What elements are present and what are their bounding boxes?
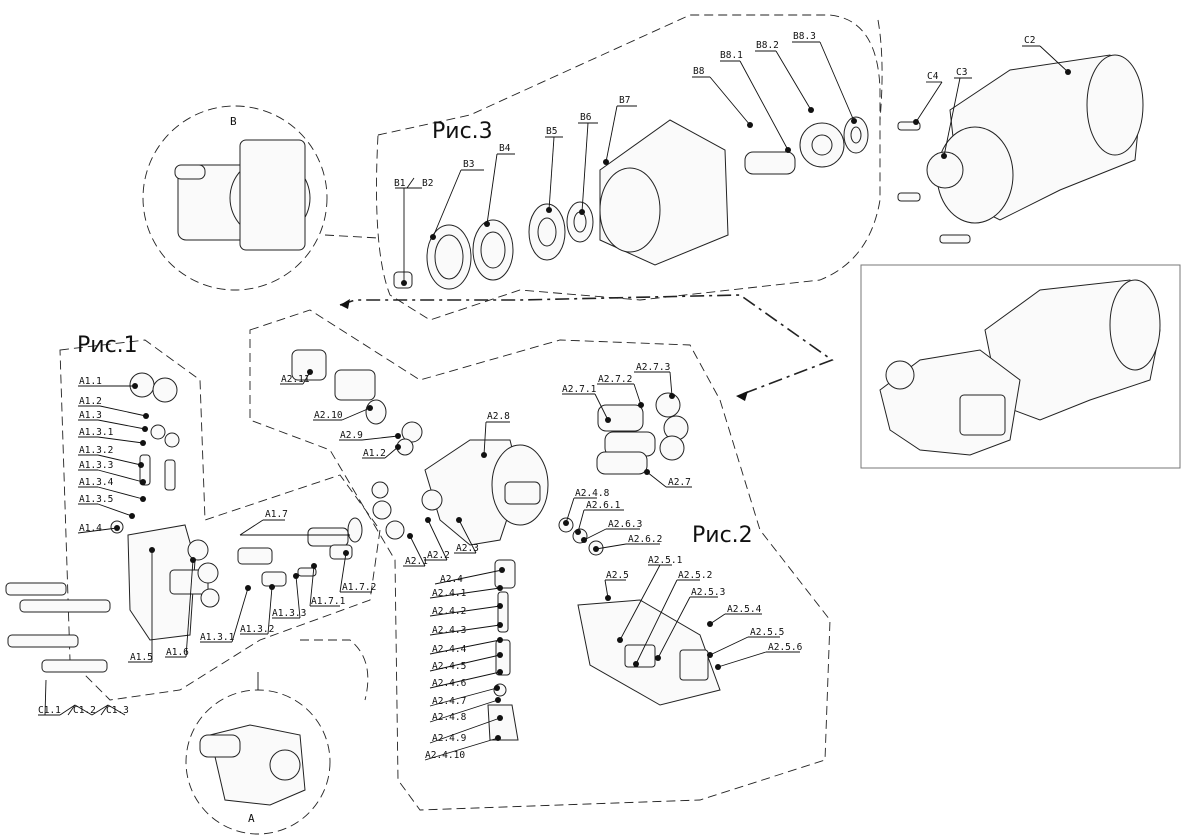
label-a1-3-3-b: A1.3.3 <box>272 608 306 619</box>
label-a2-4-5: A2.4.5 <box>432 661 466 672</box>
label-a2-7-3: A2.7.3 <box>636 362 670 373</box>
label-a2-3: A2.3 <box>456 543 479 554</box>
label-a2-6-1: A2.6.1 <box>586 500 621 511</box>
label-a1-4: A1.4 <box>79 523 102 534</box>
label-c3: C3 <box>956 67 967 78</box>
label-a2-4-9: A2.4.9 <box>432 733 467 744</box>
label-b7: B7 <box>619 95 630 106</box>
label-a2-5: A2.5 <box>606 570 629 581</box>
label-a2-8: A2.8 <box>487 411 510 422</box>
motor-flange-view-b <box>174 139 311 251</box>
label-b8-3: B8.3 <box>793 31 816 42</box>
label-a2-4-8: A2.4.8 <box>432 712 467 723</box>
label-a2-4-1: A2.4.1 <box>432 588 467 599</box>
label-a1-3-1: A1.3.1 <box>79 427 114 438</box>
label-a2-4-2: A2.4.2 <box>432 606 466 617</box>
label-b3: B3 <box>463 159 474 170</box>
label-a1-1: A1.1 <box>79 376 102 387</box>
fig2-parts <box>291 349 721 741</box>
leader-lines <box>38 41 1069 761</box>
label-a2-4: A2.4 <box>440 574 463 585</box>
label-a1-2: A1.2 <box>79 396 102 407</box>
view-a-label: A <box>248 812 255 825</box>
label-a1-2-b: A1.2 <box>363 448 386 459</box>
label-a2-6-2: A2.6.2 <box>628 534 662 545</box>
label-b2: B2 <box>422 178 433 189</box>
label-a2-4-4: A2.4.4 <box>432 644 467 655</box>
assembled-pump-drawing <box>879 279 1161 456</box>
label-a1-3: A1.3 <box>79 410 102 421</box>
label-a2-5-2: A2.5.2 <box>678 570 712 581</box>
pump-view-a <box>199 724 306 806</box>
label-a2-7-1: A2.7.1 <box>562 384 597 395</box>
label-c1-1: C1.1 <box>38 705 61 716</box>
label-a1-7: A1.7 <box>265 509 288 520</box>
label-a1-7-2: A1.7.2 <box>342 582 376 593</box>
label-a2-1: A2.1 <box>405 556 428 567</box>
label-a1-3-3: A1.3.3 <box>79 460 113 471</box>
label-a2-4-8-b: A2.4.8 <box>575 488 610 499</box>
label-a2-5-4: A2.5.4 <box>727 604 762 615</box>
view-b-label: B <box>230 115 237 128</box>
label-a2-5-6: A2.5.6 <box>768 642 803 653</box>
label-a2-9: A2.9 <box>340 430 363 441</box>
label-b6: B6 <box>580 112 592 123</box>
label-b8: B8 <box>693 66 705 77</box>
label-a2-10: A2.10 <box>314 410 343 421</box>
assembled-pump-frame <box>860 264 1181 469</box>
callout-dots <box>114 69 1071 741</box>
label-separators <box>67 177 415 716</box>
fig1-title: Рис.1 <box>77 333 138 358</box>
label-b4: B4 <box>499 143 511 154</box>
assembly-path <box>339 294 834 396</box>
label-a2-2: A2.2 <box>427 550 450 561</box>
fig3-title: Рис.3 <box>432 119 493 144</box>
label-a1-6: A1.6 <box>166 647 189 658</box>
label-a1-5: A1.5 <box>130 652 153 663</box>
label-a2-5-3: A2.5.3 <box>691 587 725 598</box>
label-a1-3-5: A1.3.5 <box>79 494 113 505</box>
label-b8-2: B8.2 <box>756 40 779 51</box>
label-c2: C2 <box>1024 35 1035 46</box>
fig2-title: Рис.2 <box>692 523 753 548</box>
parts-artwork <box>5 54 1161 806</box>
label-a1-3-4: A1.3.4 <box>79 477 114 488</box>
label-a2-11: A2.11 <box>281 374 310 385</box>
label-b5: B5 <box>546 126 557 137</box>
label-c1-3: C1.3 <box>106 705 129 716</box>
motor-c-group <box>897 54 1144 244</box>
label-a1-3-2-b: A1.3.2 <box>240 624 274 635</box>
label-a2-5-5: A2.5.5 <box>750 627 784 638</box>
label-a1-7-1: A1.7.1 <box>311 596 346 607</box>
label-a2-7: A2.7 <box>668 477 691 488</box>
fig1-pump-head <box>5 372 220 673</box>
label-a1-3-1-b: A1.3.1 <box>200 632 235 643</box>
label-a2-5-1: A2.5.1 <box>648 555 683 566</box>
label-a2-7-2: A2.7.2 <box>598 374 632 385</box>
label-a2-4-7: A2.4.7 <box>432 696 466 707</box>
fig3-parts <box>393 116 869 290</box>
label-a2-4-10: A2.4.10 <box>425 750 465 761</box>
label-c1-2: C1.2 <box>73 705 96 716</box>
label-b1: B1 <box>394 178 406 189</box>
label-a2-4-3: A2.4.3 <box>432 625 466 636</box>
group-boundaries <box>59 14 883 835</box>
label-a1-3-2: A1.3.2 <box>79 445 113 456</box>
label-b8-1: B8.1 <box>720 50 743 61</box>
label-a2-6-3: A2.6.3 <box>608 519 642 530</box>
label-c4: C4 <box>927 71 939 82</box>
label-a2-4-6: A2.4.6 <box>432 678 467 689</box>
part-labels: B1 B2 B3 B4 B5 B6 B7 B8 B8.1 B8.2 B8.3 C… <box>38 31 1035 761</box>
